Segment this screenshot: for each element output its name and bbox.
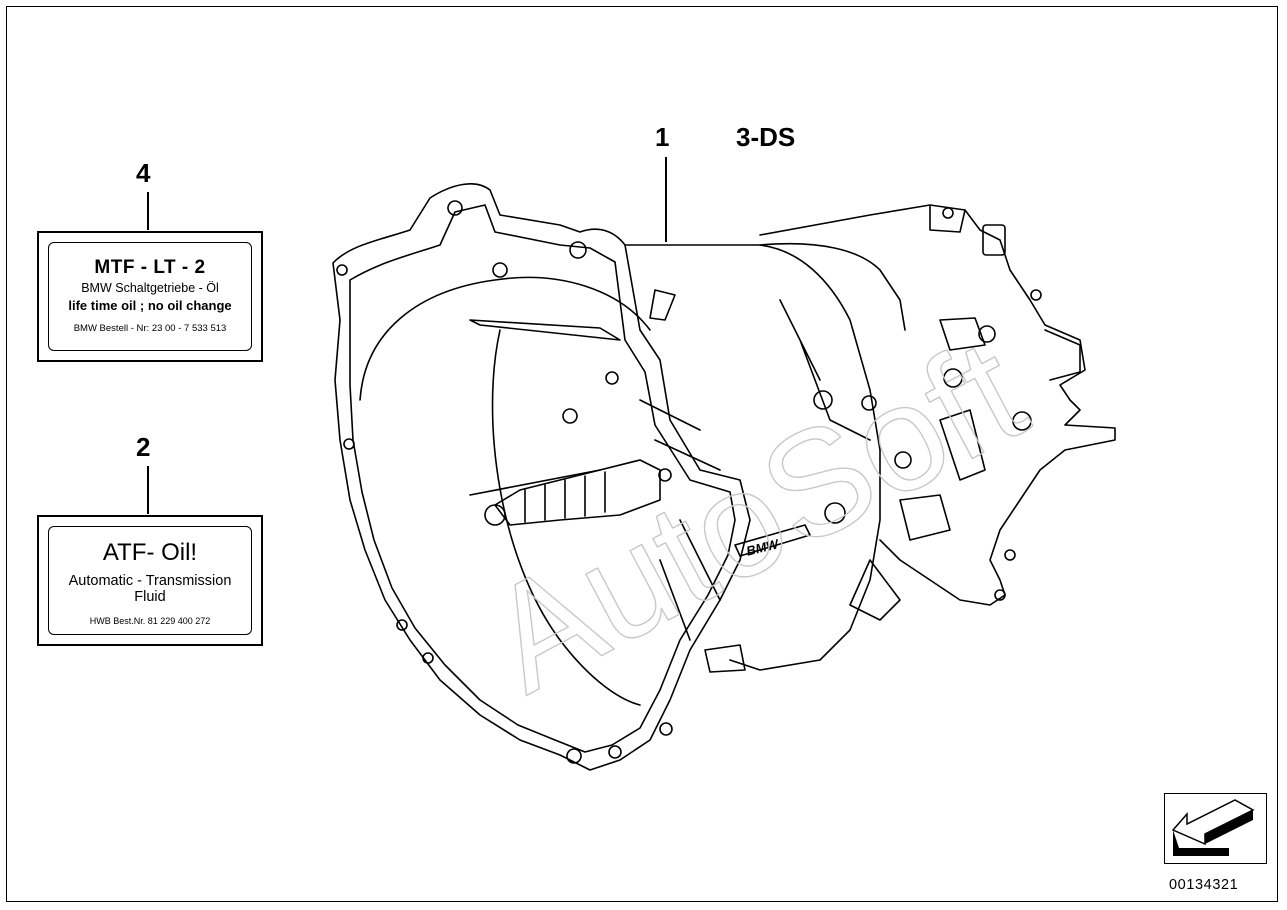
diagram-code: 00134321 [1169,877,1239,893]
bell-housing-flange [332,183,751,771]
direction-arrow-box [1164,793,1267,864]
atf-label-line1: Automatic - Transmission [68,573,232,589]
bolt-bosses [336,200,1042,764]
variant-label: 3-DS [736,122,796,152]
mtf-oil-label: MTF - LT - 2 BMW Schaltgetriebe - Öl lif… [37,231,263,362]
part-number-1: 1 [655,122,670,152]
leader-line-2 [147,466,149,514]
mtf-label-line1: BMW Schaltgetriebe - Öl [81,281,219,295]
input-shaft [469,459,661,526]
atf-label-title: ATF- Oil! [102,539,198,566]
mtf-oil-label-inner: MTF - LT - 2 BMW Schaltgetriebe - Öl lif… [48,242,252,351]
mtf-label-title: MTF - LT - 2 [94,257,206,278]
atf-oil-label: ATF- Oil! Automatic - Transmission Fluid… [37,515,263,646]
leader-line-1 [665,157,667,242]
diagram-frame [6,6,1278,902]
atf-label-line1b: Fluid [134,589,166,605]
direction-arrow-icon [1171,799,1255,856]
leader-line-4 [147,192,149,230]
atf-oil-label-inner: ATF- Oil! Automatic - Transmission Fluid… [48,526,252,635]
mtf-label-line2: life time oil ; no oil change [68,298,232,313]
mtf-label-order-number: BMW Bestell - Nr: 23 00 - 7 533 513 [73,323,227,334]
part-number-2: 2 [136,432,151,462]
watermark-text: AutoSoft [462,306,1049,724]
part-number-4: 4 [136,158,151,188]
main-case [624,244,881,671]
atf-label-order-number: HWB Best.Nr. 81 229 400 272 [89,616,211,626]
